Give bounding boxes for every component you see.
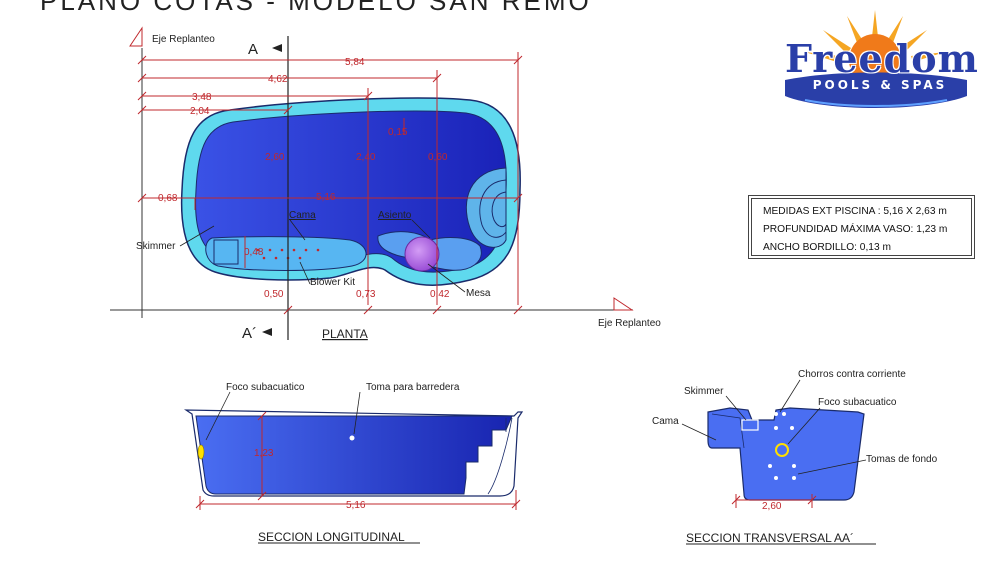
trans-width-dim: 2,60 [762, 501, 782, 512]
blower-label: Blower Kit [310, 277, 355, 288]
skimmer-box-trans [741, 419, 759, 431]
dim-0-48: 0,48 [244, 247, 264, 258]
dim-total-length: 5,84 [345, 57, 365, 68]
toma-barredera-dot [349, 435, 355, 441]
foco-label-trans: Foco subacuatico [818, 397, 897, 408]
dim-4-62: 4,62 [268, 74, 288, 85]
cama-bench [205, 236, 367, 271]
depth-2-60: 2,60 [265, 152, 285, 163]
cama-label: Cama [289, 210, 316, 221]
chorros-label: Chorros contra corriente [798, 369, 906, 380]
stairs-corner [465, 167, 507, 248]
dim-0-50: 0,50 [264, 289, 284, 300]
section-a2-arrow [262, 328, 272, 336]
trans-section-title: SECCION TRANSVERSAL AA´ [686, 531, 854, 545]
trans-dims [731, 494, 817, 508]
spec-coping: ANCHO BORDILLO: 0,13 m [763, 242, 891, 253]
dim-0-73: 0,73 [356, 289, 376, 300]
tomas-label: Tomas de fondo [866, 454, 938, 465]
skimmer-label-trans: Skimmer [684, 386, 724, 397]
pool-water [195, 110, 507, 273]
eje-top-marker [129, 26, 143, 47]
foco-label-long: Foco subacuatico [226, 382, 305, 393]
long-dims [195, 411, 521, 510]
asiento-label: Asiento [378, 210, 412, 221]
long-length-dim: 5,16 [346, 500, 366, 511]
foco-light-long [197, 444, 205, 460]
eje-right-marker [613, 297, 634, 311]
dim-0-68: 0,68 [158, 193, 178, 204]
long-depth-dim: 1,23 [254, 448, 274, 459]
depth-2-40: 2,40 [356, 152, 376, 163]
spec-dimensions: MEDIDAS EXT PISCINA : 5,16 X 2,63 m [763, 206, 947, 217]
freedom-logo [785, 10, 967, 108]
long-section-title: SECCION LONGITUDINAL [258, 530, 405, 544]
foco-light-trans [775, 443, 789, 457]
section-a-label: A [248, 41, 258, 58]
leader-lines [179, 219, 466, 293]
dimension-lines [137, 52, 523, 315]
logo-subtitle: POOLS & SPAS [812, 78, 948, 92]
mesa-table [404, 236, 440, 272]
spec-depth: PROFUNDIDAD MÁXIMA VASO: 1,23 m [763, 224, 948, 235]
depth-0-15: 0,15 [388, 127, 408, 138]
long-section-water [195, 415, 513, 495]
section-a2-label: A´ [242, 325, 257, 342]
blower-dots [256, 248, 320, 260]
plan-title: PLANTA [322, 327, 368, 341]
dim-length-5-16: 5,16 [316, 192, 336, 203]
mesa-label: Mesa [466, 288, 491, 299]
eje-right-label: Eje Replanteo [598, 318, 661, 329]
dim-2-04: 2,04 [190, 106, 210, 117]
skimmer-box [213, 239, 239, 265]
trans-jet-dots [768, 412, 796, 480]
cama-label-trans: Cama [652, 416, 679, 427]
specs-box: MEDIDAS EXT PISCINA : 5,16 X 2,63 m PROF… [748, 195, 975, 259]
section-a-arrow [272, 44, 282, 52]
logo-wordmark: Freedom [785, 36, 979, 81]
eje-top-label: Eje Replanteo [152, 34, 215, 45]
sheet-heading: PLANO COTAS - MODELO SAN REMO [40, 0, 592, 16]
toma-label: Toma para barredera [366, 382, 460, 393]
skimmer-label: Skimmer [136, 241, 176, 252]
depth-0-60: 0,60 [428, 152, 448, 163]
dim-3-48: 3,48 [192, 92, 212, 103]
dim-0-42: 0,42 [430, 289, 450, 300]
